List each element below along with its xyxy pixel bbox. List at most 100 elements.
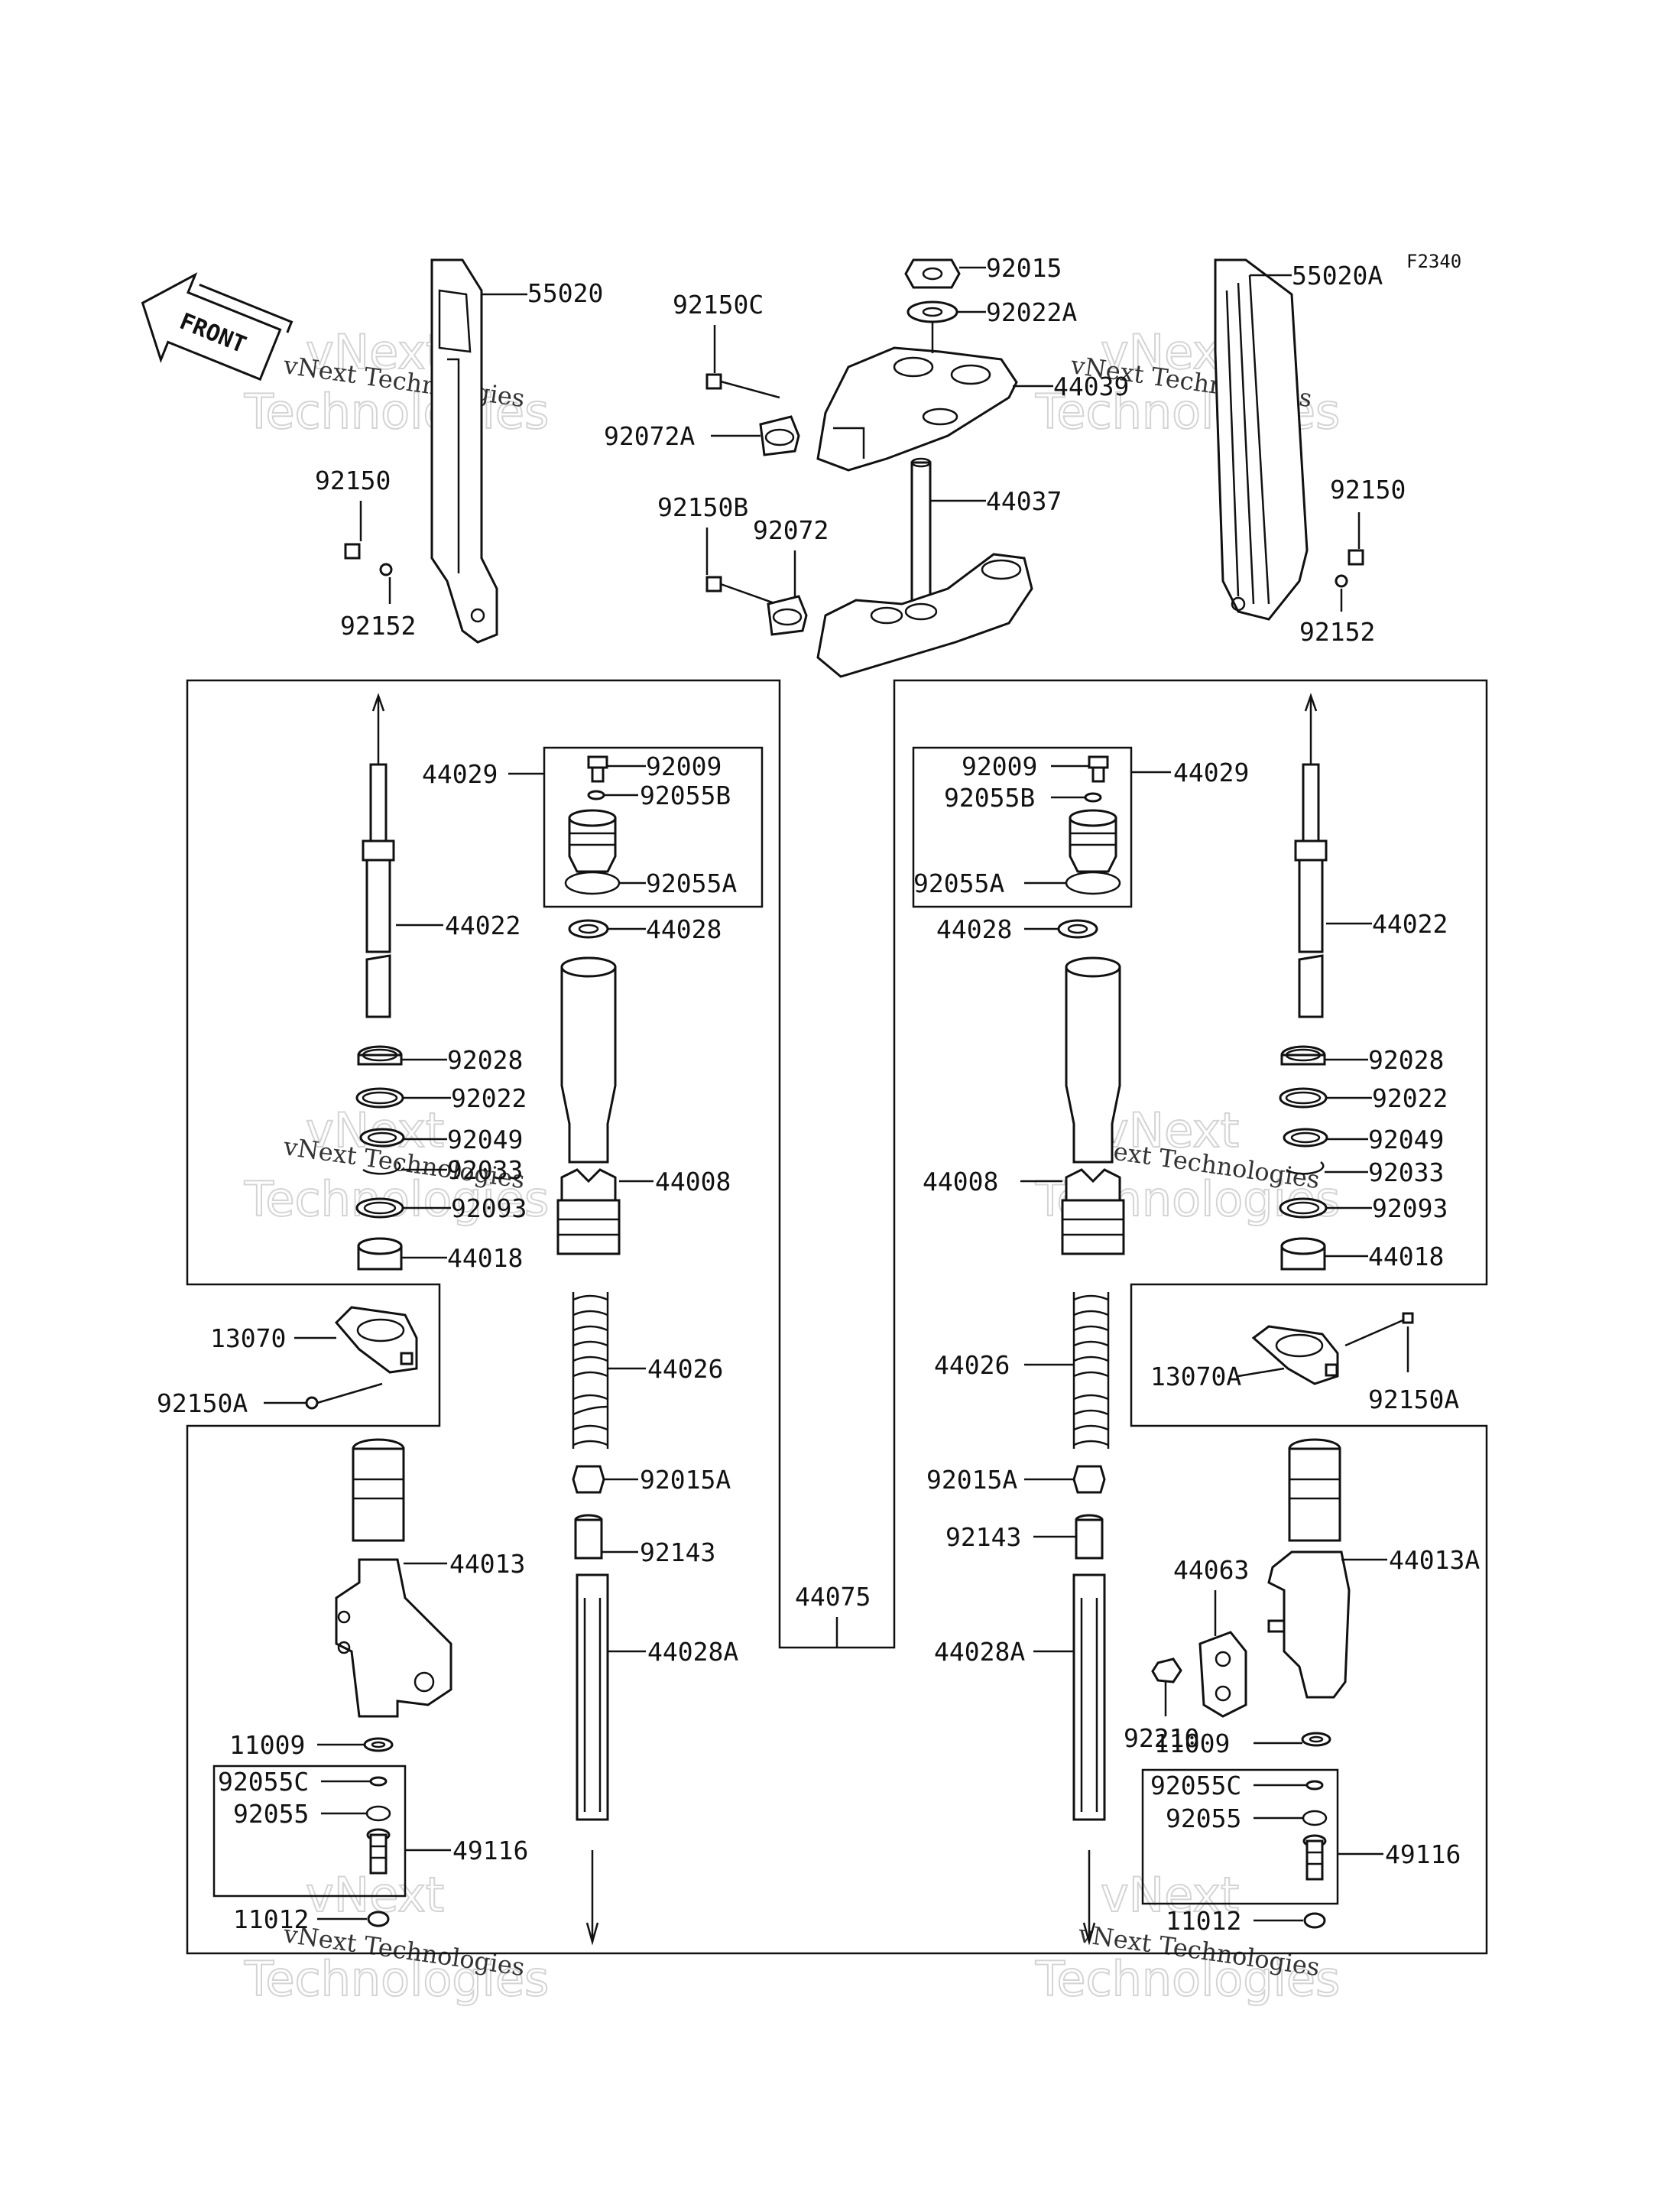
part-label-44028A-right: 44028A <box>934 1637 1025 1667</box>
collar-left <box>574 1514 603 1560</box>
oring-icon <box>1065 871 1121 895</box>
part-label-13070: 13070 <box>210 1323 286 1353</box>
part-label-92093-left: 92093 <box>451 1193 527 1223</box>
damper-rod-left <box>362 693 395 1018</box>
part-label-44028A-left: 44028A <box>647 1637 738 1667</box>
watermark-top-left: vNext Technologies vNext Technologies <box>243 323 550 440</box>
part-label-44013A: 44013A <box>1389 1545 1480 1575</box>
valve-bolt-right <box>1302 1834 1327 1881</box>
oil-seal-right <box>1283 1128 1328 1148</box>
oring-icon <box>369 1776 388 1787</box>
part-label-92055B-right: 92055B <box>944 783 1035 813</box>
part-label-92028-right: 92028 <box>1368 1045 1444 1075</box>
gasket-icon <box>367 1911 390 1927</box>
part-label-44026-left: 44026 <box>647 1354 723 1384</box>
part-label-44022-left: 44022 <box>445 911 521 940</box>
part-label-92049-right: 92049 <box>1368 1125 1444 1154</box>
valve-bolt-left <box>366 1828 391 1875</box>
part-label-92022-left: 92022 <box>451 1083 527 1113</box>
oring-icon <box>564 871 621 895</box>
part-label-92072: 92072 <box>753 515 829 545</box>
steering-stem <box>910 457 932 617</box>
diagram-code: F2340 <box>1406 251 1461 272</box>
bolt-icon <box>705 373 780 399</box>
fork-guard-right <box>1214 258 1309 621</box>
watermark-big-text: Technologies <box>244 1171 549 1227</box>
part-label-92143-right: 92143 <box>945 1522 1021 1552</box>
part-label-92033-right: 92033 <box>1368 1157 1444 1187</box>
part-label-92055A-left: 92055A <box>646 868 737 898</box>
part-label-92210: 92210 <box>1124 1723 1199 1753</box>
part-label-92022A: 92022A <box>986 297 1077 327</box>
fork-cap-right <box>1069 809 1117 873</box>
part-label-92055B-left: 92055B <box>640 781 731 810</box>
clamp-collar <box>759 415 800 456</box>
part-label-44075: 44075 <box>795 1582 871 1612</box>
part-label-92055-right: 92055 <box>1166 1804 1241 1833</box>
nut-icon <box>1151 1657 1182 1683</box>
part-label-44013: 44013 <box>449 1549 525 1579</box>
washer-icon <box>568 919 609 939</box>
collar-right <box>1075 1514 1104 1560</box>
part-label-11012-left: 11012 <box>233 1904 309 1934</box>
part-label-55020A: 55020A <box>1292 261 1383 291</box>
slide-bushing-right <box>1280 1045 1326 1066</box>
oring-icon <box>1084 792 1102 803</box>
part-label-44028-right: 44028 <box>936 914 1012 944</box>
part-label-92055C-right: 92055C <box>1150 1771 1241 1800</box>
washer-icon <box>1057 919 1098 939</box>
washer-icon <box>906 300 958 323</box>
nut-icon <box>572 1465 605 1494</box>
watermark-big-text: Technologies <box>1035 1951 1340 2007</box>
watermark-big-text: Technologies <box>244 1951 549 2007</box>
part-label-44018-left: 44018 <box>447 1243 523 1273</box>
part-label-44063: 44063 <box>1173 1555 1249 1585</box>
gasket-icon <box>1303 1912 1326 1929</box>
dust-seal-right <box>1279 1197 1328 1219</box>
nut-icon <box>1072 1465 1106 1494</box>
screw-icon <box>587 755 608 783</box>
part-label-92009-right: 92009 <box>962 752 1037 781</box>
part-label-11009-right: 11009 <box>1154 1729 1230 1758</box>
part-label-92072A: 92072A <box>604 421 695 451</box>
part-label-44026-right: 44026 <box>934 1350 1010 1380</box>
watermark-big-text: Technologies <box>244 384 549 440</box>
part-label-92009-left: 92009 <box>646 752 722 781</box>
part-label-92150C: 92150C <box>673 290 764 320</box>
outer-tube-right <box>1267 1438 1351 1699</box>
bolt-icon <box>305 1382 383 1410</box>
part-label-55020: 55020 <box>527 278 603 308</box>
clamp-collar <box>767 595 808 636</box>
circlip-left <box>362 1161 401 1175</box>
axle-clamp-right <box>1251 1312 1414 1385</box>
part-label-92150B: 92150B <box>657 492 748 522</box>
part-label-44018-right: 44018 <box>1368 1242 1444 1271</box>
rod-right <box>1072 1573 1106 1946</box>
kit-box-49116-left <box>212 1765 407 1898</box>
part-label-92022-right: 92022 <box>1372 1083 1448 1113</box>
outer-tube-left <box>335 1438 452 1718</box>
lower-bracket <box>816 553 1033 678</box>
dust-seal-left <box>355 1197 404 1219</box>
watermark-big-text: vNext <box>1101 1867 1239 1923</box>
axle-clamp-left <box>334 1306 418 1374</box>
watermark-big-text: vNext <box>306 324 444 380</box>
steering-nut-icon <box>904 258 961 289</box>
part-label-92015A-right: 92015A <box>926 1465 1017 1495</box>
guide-bushing-right <box>1280 1237 1326 1271</box>
guide-bushing-left <box>357 1237 403 1271</box>
oil-seal-left <box>359 1128 405 1148</box>
part-label-44029-left: 44029 <box>422 759 498 789</box>
fork-cap-left <box>568 809 617 873</box>
part-label-49116-right: 49116 <box>1385 1839 1461 1869</box>
part-label-11009-left: 11009 <box>229 1730 305 1760</box>
watermark-big-text: vNext <box>1101 1102 1239 1158</box>
inner-tube-right <box>1061 956 1125 1255</box>
bolt-icon <box>1335 549 1364 588</box>
part-label-44008-left: 44008 <box>655 1167 731 1196</box>
damper-rod-right <box>1294 693 1328 1018</box>
part-label-44029-right: 44029 <box>1173 758 1249 787</box>
fork-guard-left <box>430 258 498 644</box>
